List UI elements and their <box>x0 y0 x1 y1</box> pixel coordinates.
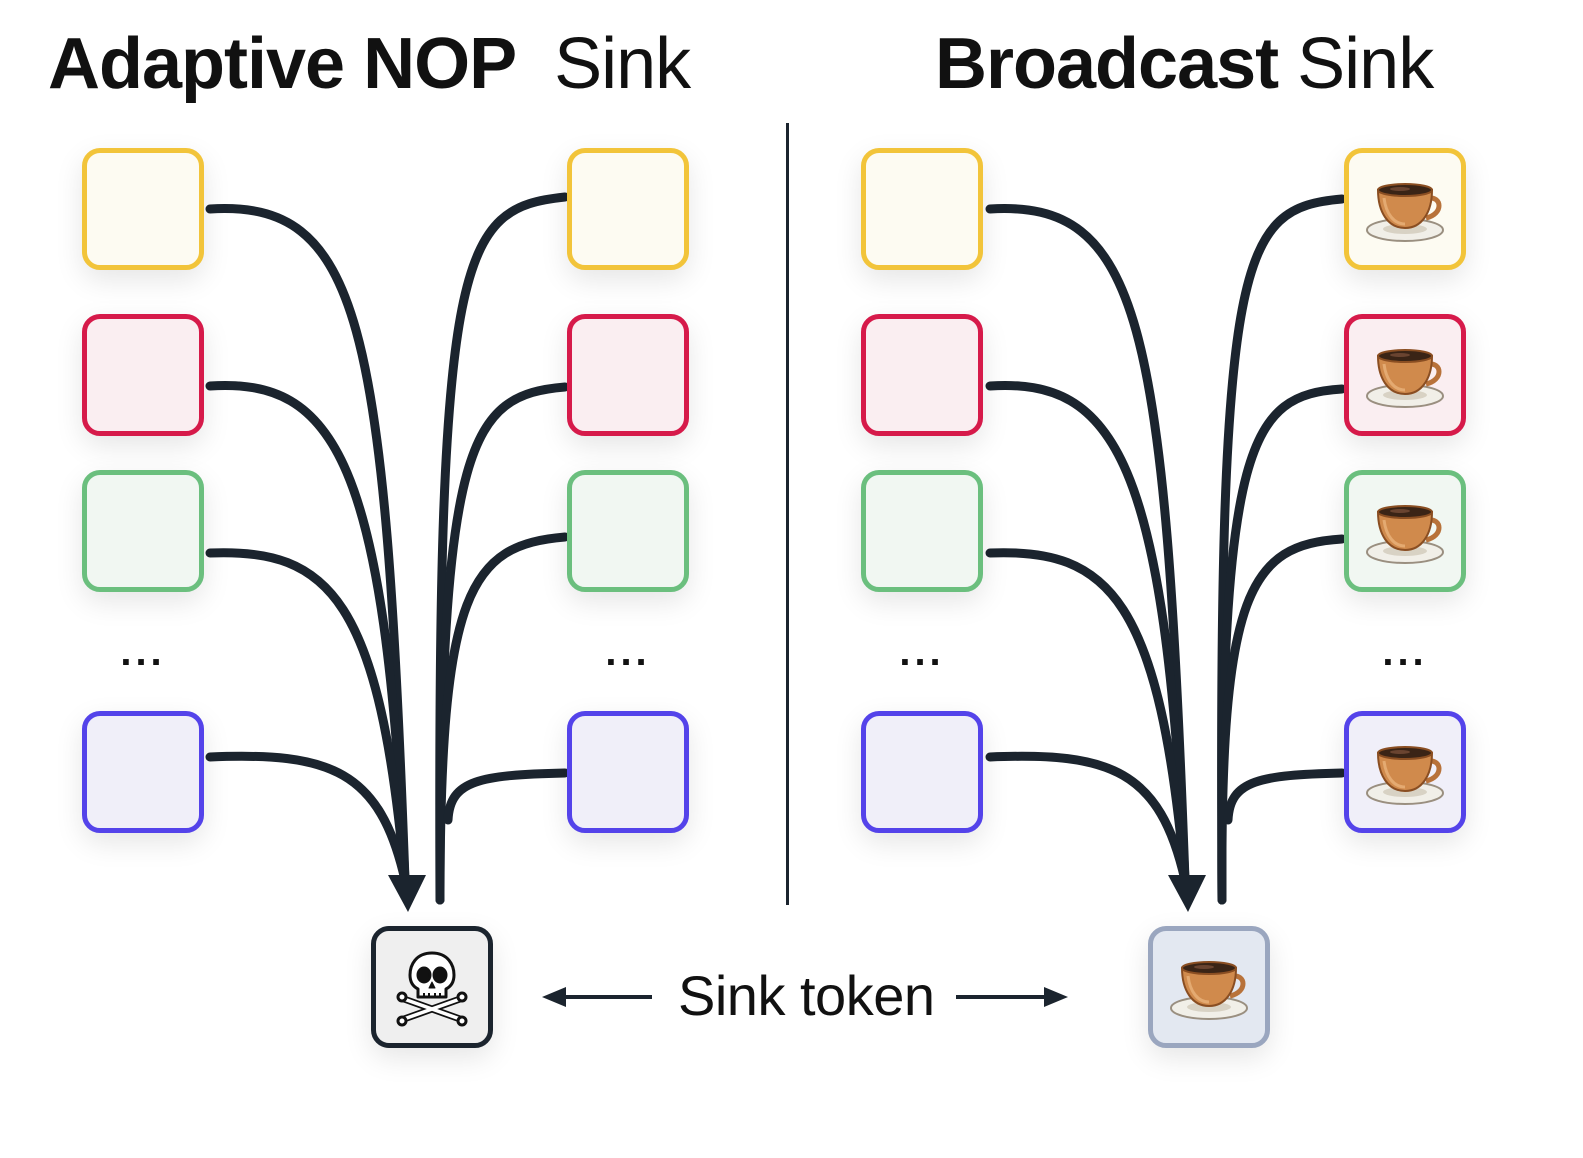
left-title-regular: Sink <box>554 24 691 104</box>
coffee-cup-icon <box>1366 505 1444 564</box>
token-box-b-left-green <box>861 470 983 592</box>
token-box-left-red <box>82 314 204 436</box>
token-box-b-left-red <box>861 314 983 436</box>
token-box-b-right-green <box>1344 470 1466 592</box>
connector-right-green <box>435 532 570 905</box>
token-box-b-left-blue <box>861 711 983 833</box>
token-box-right-red <box>567 314 689 436</box>
connector-b-left-yellow <box>985 204 1190 885</box>
ellipsis-right-col-a: ... <box>899 630 945 674</box>
connector-b-left-red <box>985 380 1190 885</box>
skull-crossbones-icon <box>396 951 468 1027</box>
sink-label-arrow-left-head <box>542 987 566 1007</box>
token-box-left-blue <box>82 711 204 833</box>
connector-b-left-green <box>985 548 1190 885</box>
right-title-regular: Sink <box>1297 24 1434 104</box>
coffee-cup-icon <box>1366 746 1444 805</box>
right-title-bold: Broadcast <box>935 24 1279 104</box>
sink-token-label: Sink token <box>678 964 935 1027</box>
token-box-b-left-yellow <box>861 148 983 270</box>
coffee-cup-icon <box>1366 349 1444 408</box>
left-panel-title: Adaptive NOP Sink <box>48 28 691 100</box>
arrowhead-left-sink <box>388 875 426 912</box>
panel-divider <box>786 123 789 905</box>
token-box-right-green <box>567 470 689 592</box>
connector-left-blue <box>205 751 410 885</box>
connector-b-left-blue <box>985 751 1190 885</box>
sink-token-nop <box>371 926 493 1048</box>
sink-token-broadcast <box>1148 926 1270 1048</box>
coffee-cup-icon <box>1366 183 1444 242</box>
ellipsis-left-col-a: ... <box>120 630 166 674</box>
connector-b-right-blue <box>1223 768 1347 825</box>
connector-left-green <box>205 548 410 885</box>
token-box-b-right-red <box>1344 314 1466 436</box>
connector-b-right-green <box>1217 534 1347 905</box>
sink-label-arrow-right-head <box>1044 987 1068 1007</box>
token-box-b-right-yellow <box>1344 148 1466 270</box>
right-panel-title: Broadcast Sink <box>935 28 1434 100</box>
ellipsis-right-col-b: ... <box>1382 630 1428 674</box>
token-box-right-yellow <box>567 148 689 270</box>
ellipsis-left-col-b: ... <box>605 630 651 674</box>
connector-left-yellow <box>205 204 410 885</box>
token-box-b-right-blue <box>1344 711 1466 833</box>
connector-left-red <box>205 380 410 885</box>
token-box-right-blue <box>567 711 689 833</box>
token-box-left-green <box>82 470 204 592</box>
token-box-left-yellow <box>82 148 204 270</box>
left-title-bold: Adaptive NOP <box>48 24 517 104</box>
arrowhead-right-sink <box>1168 875 1206 912</box>
connector-right-blue <box>443 768 570 825</box>
coffee-cup-icon <box>1170 961 1248 1020</box>
